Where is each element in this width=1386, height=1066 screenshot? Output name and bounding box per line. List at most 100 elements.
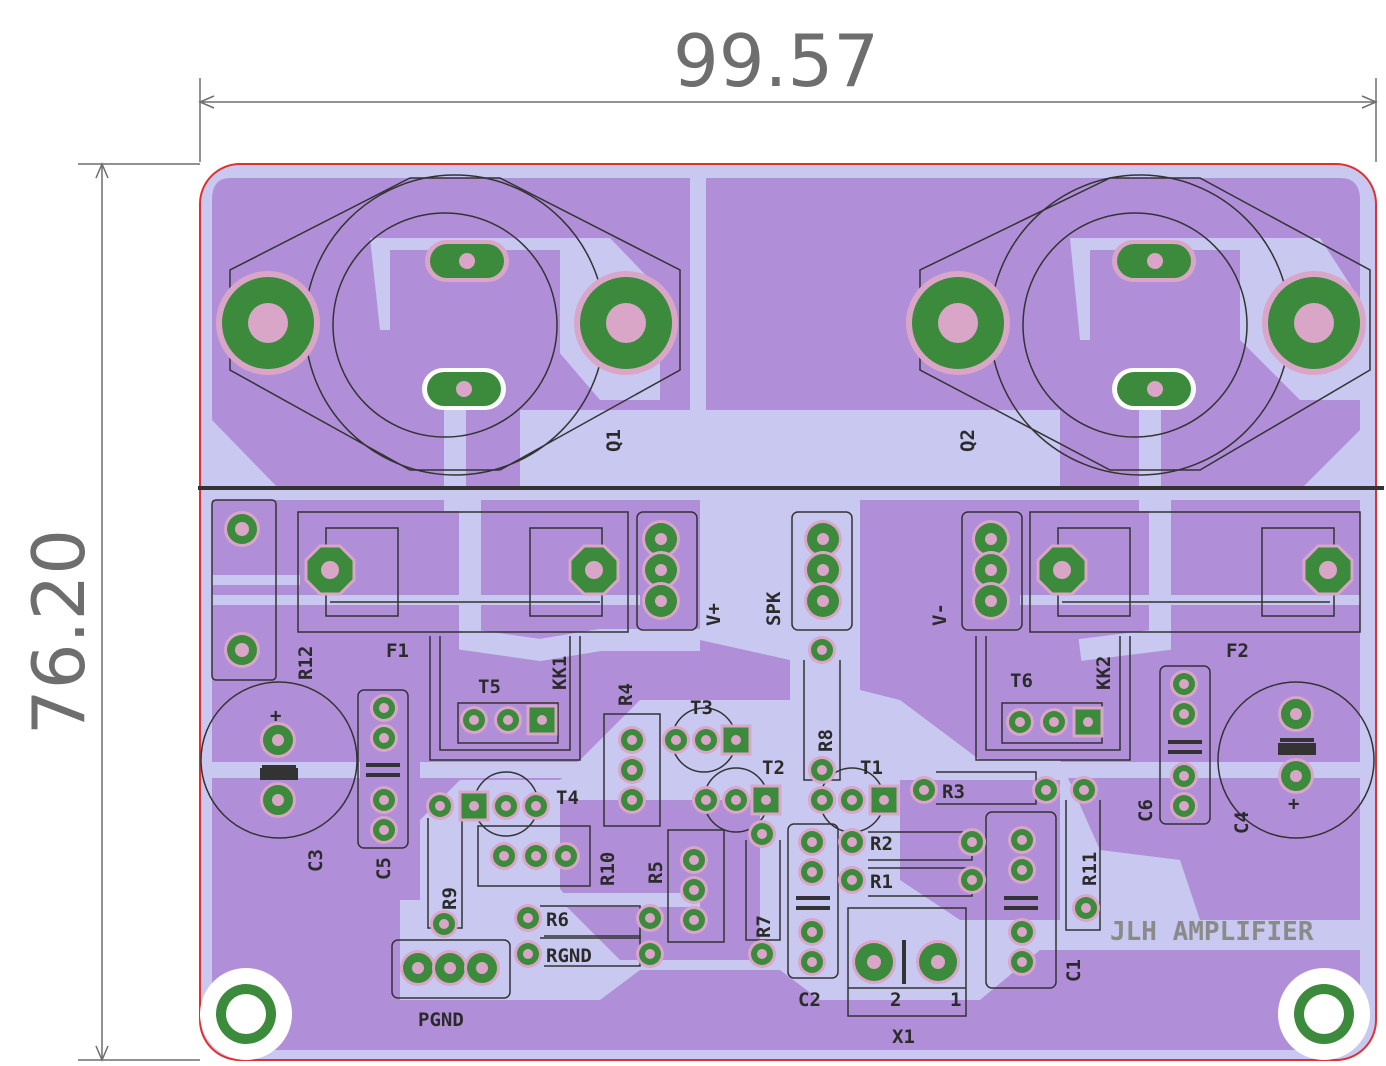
pad <box>807 927 817 937</box>
pad <box>435 801 445 811</box>
pad <box>379 703 389 713</box>
pad <box>817 645 827 655</box>
label-rgnd: RGND <box>546 945 592 967</box>
pad <box>689 855 699 865</box>
q1-pads <box>216 240 678 410</box>
square-pad-drill <box>1083 717 1093 727</box>
label-c4: C4 <box>1231 811 1253 834</box>
pad <box>645 913 655 923</box>
pad <box>272 794 284 806</box>
pad <box>523 913 533 923</box>
pad <box>1017 835 1027 845</box>
pad <box>501 801 511 811</box>
pad <box>499 851 509 861</box>
pad <box>476 962 488 974</box>
label-plus-c3: + <box>270 705 281 727</box>
pad <box>1290 708 1302 720</box>
pad <box>439 919 449 929</box>
fuse-pad-drill <box>321 561 339 579</box>
pad <box>757 829 767 839</box>
mounting-holes <box>200 968 1370 1060</box>
pad <box>627 795 637 805</box>
label-plus-c4: + <box>1288 793 1299 815</box>
pad <box>235 643 249 657</box>
pad <box>967 875 977 885</box>
board-title: JLH AMPLIFIER <box>1110 917 1314 947</box>
pad <box>1290 770 1302 782</box>
pad <box>671 735 681 745</box>
square-pad-drill <box>469 801 479 811</box>
pad <box>645 949 655 959</box>
pad <box>967 837 977 847</box>
pad <box>412 962 424 974</box>
label-r7: R7 <box>753 915 775 938</box>
pad <box>689 885 699 895</box>
pad <box>1017 957 1027 967</box>
pad <box>531 851 541 861</box>
pad <box>1017 865 1027 875</box>
label-t3: T3 <box>690 697 713 719</box>
pad <box>469 715 479 725</box>
label-r2: R2 <box>870 833 893 855</box>
label-t2: T2 <box>762 757 785 779</box>
pad <box>503 715 513 725</box>
pad <box>1041 785 1051 795</box>
label-t6: T6 <box>1010 670 1033 692</box>
label-q2: Q2 <box>957 429 979 452</box>
pad <box>817 595 829 607</box>
label-x1: X1 <box>892 1026 915 1048</box>
label-q1: Q1 <box>603 429 625 452</box>
pad <box>1081 903 1091 913</box>
label-kk1: KK1 <box>549 656 571 690</box>
square-pad <box>720 724 752 756</box>
pad <box>1179 709 1189 719</box>
label-r5: R5 <box>645 861 667 884</box>
width-dimension: 99.57 <box>673 19 879 103</box>
pad <box>731 795 741 805</box>
pad <box>985 595 997 607</box>
pad <box>867 955 881 969</box>
fuse-pad-drill <box>585 561 603 579</box>
pad <box>523 949 533 959</box>
pad <box>817 533 829 545</box>
pad <box>807 957 817 967</box>
square-pad-drill <box>731 735 741 745</box>
pad <box>1179 801 1189 811</box>
pad <box>817 795 827 805</box>
label-f2: F2 <box>1226 640 1249 662</box>
label-r12: R12 <box>295 646 317 680</box>
label-f1: F1 <box>386 640 409 662</box>
label-c5: C5 <box>373 857 395 880</box>
pad <box>847 837 857 847</box>
label-x1-pin1: 1 <box>950 989 961 1011</box>
square-pad-drill <box>879 795 889 805</box>
component-pads <box>224 511 1354 986</box>
pad <box>817 564 829 576</box>
pad <box>689 915 699 925</box>
label-c3: C3 <box>305 849 327 872</box>
pad <box>1017 927 1027 937</box>
pad <box>627 735 637 745</box>
label-v-minus: V- <box>929 603 951 626</box>
pad <box>1015 717 1025 727</box>
pad <box>807 867 817 877</box>
square-pad <box>526 704 558 736</box>
pad <box>701 795 711 805</box>
pad <box>701 735 711 745</box>
pad <box>379 825 389 835</box>
pad <box>985 533 997 545</box>
pad <box>847 875 857 885</box>
label-r10: R10 <box>597 852 619 886</box>
pad <box>655 564 667 576</box>
pad <box>807 837 817 847</box>
pad <box>1049 717 1059 727</box>
pad <box>931 955 945 969</box>
label-t4: T4 <box>556 787 579 809</box>
label-c2: C2 <box>798 989 821 1011</box>
pad <box>379 733 389 743</box>
pad <box>817 765 827 775</box>
pad <box>561 851 571 861</box>
pad <box>919 785 929 795</box>
square-pad-drill <box>537 715 547 725</box>
